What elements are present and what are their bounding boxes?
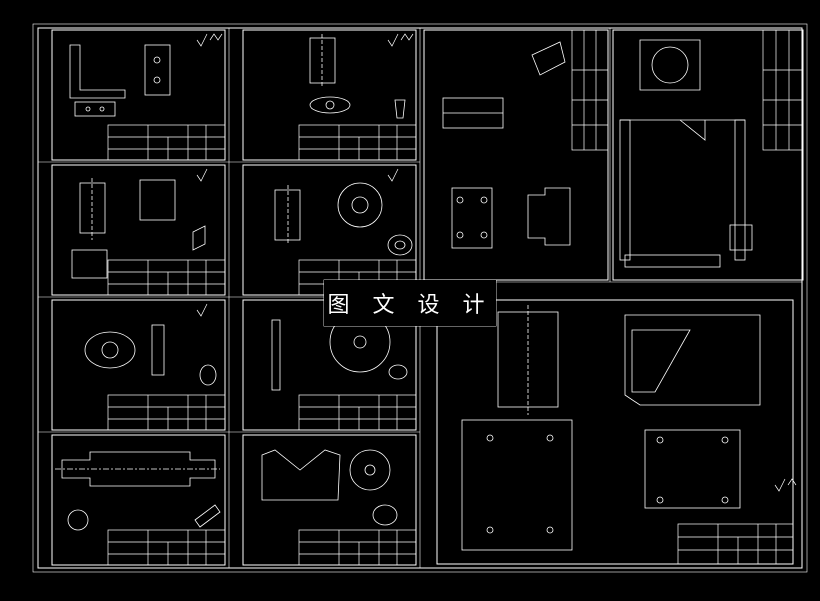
watermark-text: 图 文 设 计 [327,293,493,318]
part-drawings [55,34,761,551]
watermark-stamp: 图 文 设 计 [324,280,496,326]
